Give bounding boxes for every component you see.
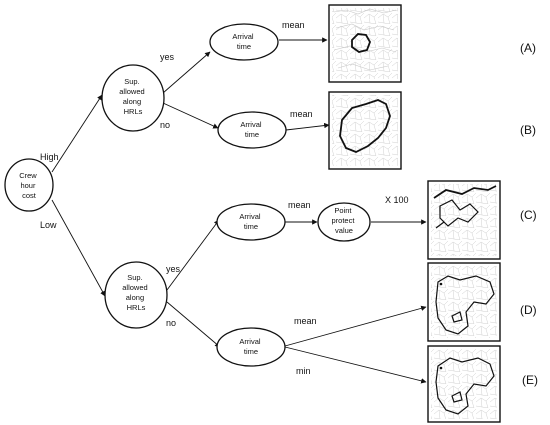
map-panel-a xyxy=(328,4,402,83)
label-x100: X 100 xyxy=(385,195,409,205)
node-sup-low-line-1: Sup. xyxy=(127,273,142,282)
map-d-perimeter xyxy=(435,275,495,335)
node-crew-cost-line-2: hour xyxy=(20,181,36,190)
node-arrival-de-line-2: time xyxy=(244,347,258,356)
map-c-perimeter-fragment xyxy=(435,221,445,229)
panel-label-c: (C) xyxy=(520,208,537,222)
node-crew-cost-line-1: Crew xyxy=(19,171,37,180)
edge-yes-low xyxy=(166,219,220,291)
map-panel-b xyxy=(328,91,402,170)
panel-label-b: (B) xyxy=(520,123,536,137)
node-arrival-b-line-1: Arrival xyxy=(240,120,262,129)
edge-no-low xyxy=(166,301,221,348)
node-sup-low-line-4: HRLs xyxy=(127,303,146,312)
label-no-high: no xyxy=(160,120,170,130)
edge-mean-d xyxy=(284,305,427,347)
node-arrival-a-line-1: Arrival xyxy=(232,32,254,41)
label-mean-d: mean xyxy=(294,316,317,326)
node-sup-low-line-3: along xyxy=(126,293,144,302)
label-high: High xyxy=(40,152,59,162)
panel-label-e: (E) xyxy=(522,373,538,387)
node-point-protect-line-3: value xyxy=(335,226,353,235)
node-arrival-c: Arrival time xyxy=(216,203,286,241)
svg-text:Crew hour cost: Crew hour cost xyxy=(19,171,39,200)
edge-yes-high xyxy=(162,51,211,94)
edges xyxy=(51,37,427,384)
svg-text:Sup. allowed along: Sup. allowed along HRLs xyxy=(119,77,147,116)
node-arrival-c-line-2: time xyxy=(244,222,258,231)
panel-label-d: (D) xyxy=(520,303,537,317)
node-sup-high-line-4: HRLs xyxy=(124,107,143,116)
label-mean-a: mean xyxy=(282,20,305,30)
label-yes-low: yes xyxy=(166,264,181,274)
node-sup-low-line-2: allowed xyxy=(122,283,147,292)
node-sup-high-line-3: along xyxy=(123,97,141,106)
svg-text:Arrival time: Arrival time xyxy=(232,32,255,51)
node-arrival-de: Arrival time xyxy=(216,327,286,367)
svg-text:Arrival time: Arrival time xyxy=(239,212,262,231)
label-mean-c: mean xyxy=(288,200,311,210)
node-arrival-a-line-2: time xyxy=(237,42,251,51)
node-point-protect-line-2: protect xyxy=(331,216,355,225)
svg-text:Sup. allowed along: Sup. allowed along HRLs xyxy=(122,273,150,312)
edge-labels: High Low yes no yes no mean mean mean X … xyxy=(40,20,409,376)
node-sup-high-line-2: allowed xyxy=(119,87,144,96)
node-crew-cost-line-3: cost xyxy=(22,191,37,200)
label-low: Low xyxy=(40,220,57,230)
edge-mean-b xyxy=(285,122,330,131)
map-e-inner-island xyxy=(451,391,463,403)
map-panel-c xyxy=(427,180,501,260)
svg-text:Point protect valu: Point protect value xyxy=(331,206,356,235)
map-e-ignition-point xyxy=(439,366,443,370)
node-point-protect: Point protect value xyxy=(317,202,371,242)
node-arrival-b: Arrival time xyxy=(217,111,287,149)
panel-label-a: (A) xyxy=(520,41,536,55)
map-d-ignition-point xyxy=(439,282,443,286)
node-arrival-de-line-1: Arrival xyxy=(239,337,261,346)
map-panel-d xyxy=(427,262,501,342)
map-e-perimeter xyxy=(435,357,495,415)
node-arrival-c-line-1: Arrival xyxy=(239,212,261,221)
node-arrival-b-line-2: time xyxy=(245,130,259,139)
edge-min-e xyxy=(284,346,427,384)
edge-no-high xyxy=(162,102,219,129)
map-b-perimeter xyxy=(339,99,391,153)
node-sup-high: Sup. allowed along HRLs xyxy=(101,64,165,132)
label-no-low: no xyxy=(166,318,176,328)
node-sup-low: Sup. allowed along HRLs xyxy=(104,261,168,329)
node-crew-cost: Crew hour cost xyxy=(4,158,54,212)
svg-text:Arrival time: Arrival time xyxy=(239,337,262,356)
label-min-e: min xyxy=(296,366,311,376)
node-arrival-a: Arrival time xyxy=(209,23,279,61)
label-yes-high: yes xyxy=(160,52,175,62)
label-mean-b: mean xyxy=(290,109,313,119)
node-sup-high-line-1: Sup. xyxy=(124,77,139,86)
edge-high xyxy=(51,94,103,173)
map-c-perimeter-top xyxy=(433,185,497,199)
map-panel-e xyxy=(427,345,501,423)
map-a-perimeter xyxy=(351,33,371,53)
map-d-inner-island xyxy=(451,311,463,323)
node-point-protect-line-1: Point xyxy=(334,206,352,215)
svg-text:Arrival time: Arrival time xyxy=(240,120,263,139)
edge-low xyxy=(51,199,106,297)
